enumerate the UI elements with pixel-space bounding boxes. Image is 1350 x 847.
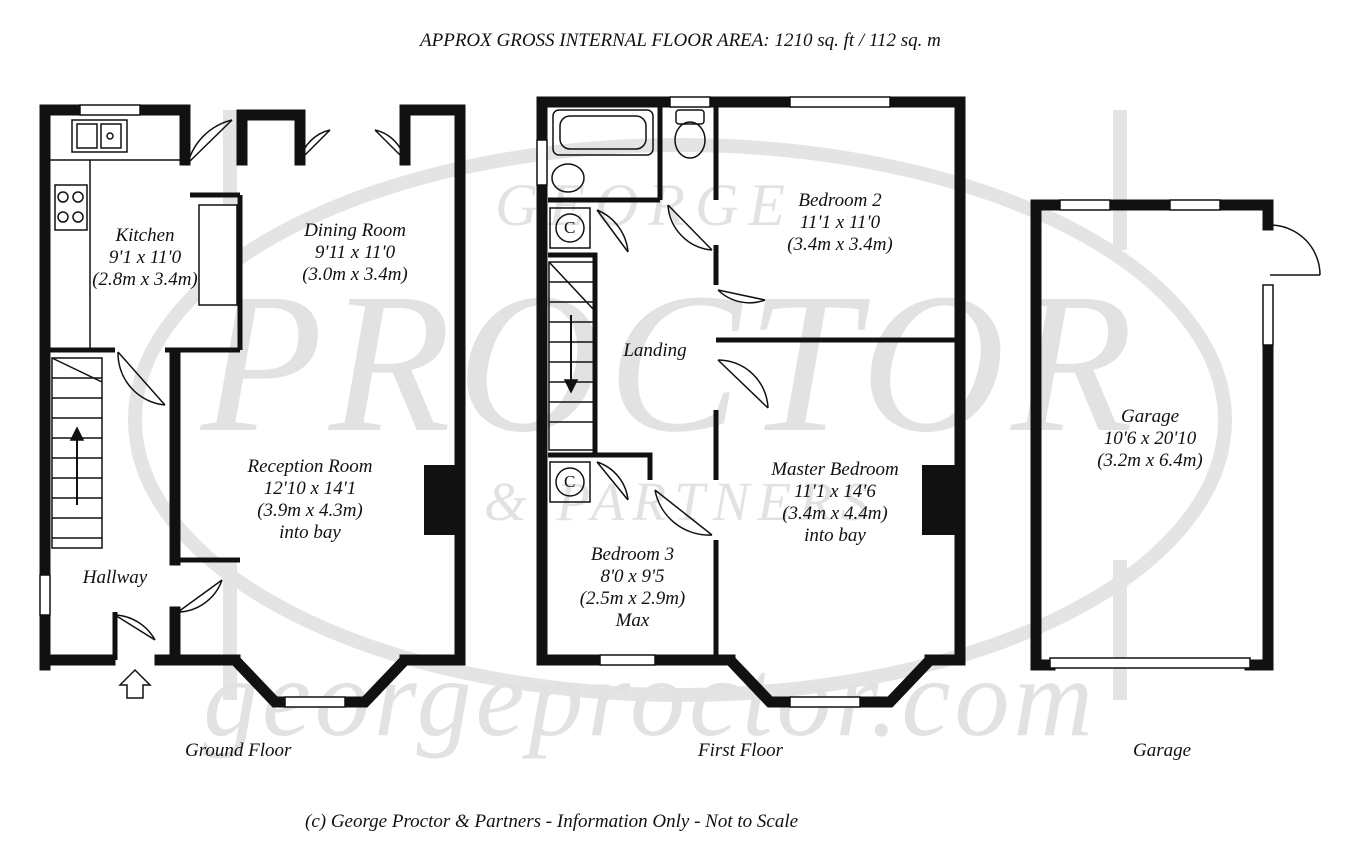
- watermark-name-main: PROCTOR: [199, 253, 1139, 474]
- caption-garage: Garage: [1133, 740, 1192, 761]
- cupboard-mark-upper: C: [564, 218, 576, 237]
- room-label-master-bedroom: Master Bedroom 11'1 x 14'6 (3.4m x 4.4m)…: [771, 459, 899, 546]
- cupboard-mark-lower: C: [564, 472, 576, 491]
- watermark-name-sub: & PARTNERS: [484, 471, 876, 532]
- room-label-bedroom-3: Bedroom 3 8'0 x 9'5 (2.5m x 2.9m) Max: [579, 544, 686, 631]
- caption-first-floor: First Floor: [698, 740, 783, 761]
- first-floor-plan: [536, 96, 966, 708]
- floor-area-title: APPROX GROSS INTERNAL FLOOR AREA: 1210 s…: [420, 30, 941, 51]
- room-label-bedroom-2: Bedroom 2 11'1 x 11'0 (3.4m x 3.4m): [787, 190, 893, 255]
- garage-plan: [1030, 199, 1321, 671]
- room-label-landing: Landing: [623, 340, 687, 361]
- room-label-reception-room: Reception Room 12'10 x 14'1 (3.9m x 4.3m…: [247, 456, 373, 543]
- room-label-kitchen: Kitchen 9'1 x 11'0 (2.8m x 3.4m): [92, 225, 198, 290]
- ground-floor-plan: [39, 104, 466, 708]
- disclaimer-footer: (c) George Proctor & Partners - Informat…: [305, 811, 799, 832]
- room-label-garage: Garage 10'6 x 20'10 (3.2m x 6.4m): [1097, 406, 1203, 471]
- caption-ground-floor: Ground Floor: [185, 740, 292, 761]
- room-label-hallway: Hallway: [82, 567, 148, 588]
- room-label-dining-room: Dining Room 9'11 x 11'0 (3.0m x 3.4m): [302, 220, 408, 285]
